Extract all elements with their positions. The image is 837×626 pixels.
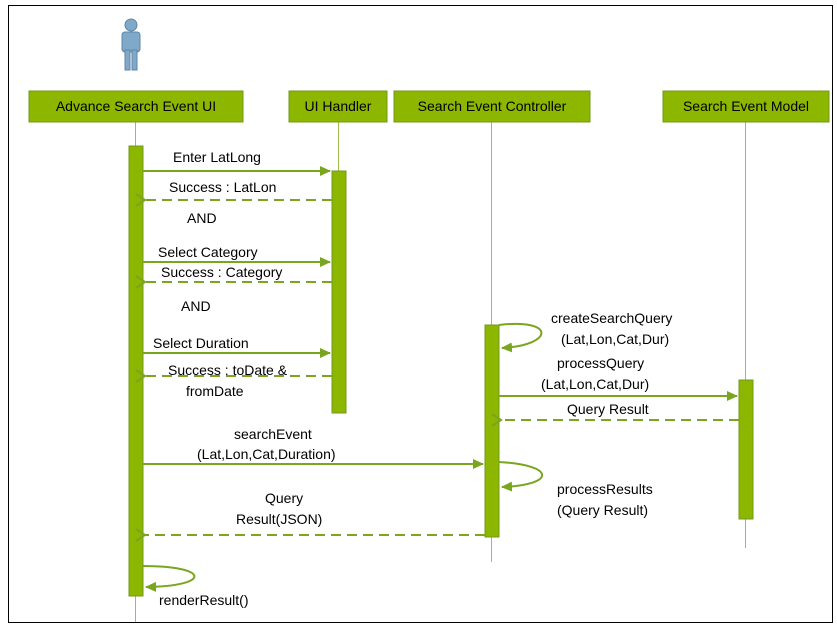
message-search-event-line1: searchEvent [234, 426, 312, 442]
message-create-query-line1: createSearchQuery [551, 310, 672, 326]
activation-handler [331, 170, 347, 414]
message-success-todate-line2: fromDate [186, 383, 244, 399]
lifeline-ui-header: Advance Search Event UI [28, 90, 244, 123]
message-select-duration: Select Duration [153, 335, 249, 351]
message-render-result: renderResult() [159, 592, 248, 608]
lifeline-model-header: Search Event Model [662, 90, 830, 123]
lifeline-handler-label: UI Handler [305, 98, 372, 114]
self-arrow-process-results [498, 461, 544, 492]
message-query-result-json-line2: Result(JSON) [236, 511, 322, 527]
message-query-result-json-line1: Query [265, 490, 303, 506]
message-success-todate-line1: Success : toDate & [168, 362, 288, 378]
message-enter-latlong: Enter LatLong [173, 149, 261, 165]
message-query-result: Query Result [567, 401, 649, 417]
activation-model [738, 379, 754, 520]
lifeline-model-label: Search Event Model [683, 98, 809, 114]
self-arrow-create-query [498, 322, 543, 353]
message-process-query-line2: (Lat,Lon,Cat,Dur) [541, 376, 649, 392]
message-success-latlon: Success : LatLon [169, 179, 276, 195]
message-search-event-line2: (Lat,Lon,Cat,Duration) [197, 446, 336, 462]
lifeline-controller-header: Search Event Controller [393, 90, 591, 123]
label-and-1: AND [187, 210, 217, 226]
message-select-category: Select Category [158, 244, 258, 260]
self-arrow-render-result [142, 565, 196, 592]
person-icon [121, 18, 141, 71]
activation-ui [128, 145, 144, 597]
message-process-results-line1: processResults [557, 481, 653, 497]
diagram-frame [8, 5, 833, 623]
message-process-results-line2: (Query Result) [557, 502, 648, 518]
lifeline-ui-label: Advance Search Event UI [56, 98, 216, 114]
label-and-2: AND [181, 298, 211, 314]
activation-controller [484, 324, 500, 538]
message-process-query-line1: processQuery [557, 355, 644, 371]
message-success-category: Success : Category [161, 264, 282, 280]
message-create-query-line2: (Lat,Lon,Cat,Dur) [561, 331, 669, 347]
lifeline-handler-header: UI Handler [288, 90, 388, 123]
lifeline-controller-label: Search Event Controller [418, 98, 567, 114]
